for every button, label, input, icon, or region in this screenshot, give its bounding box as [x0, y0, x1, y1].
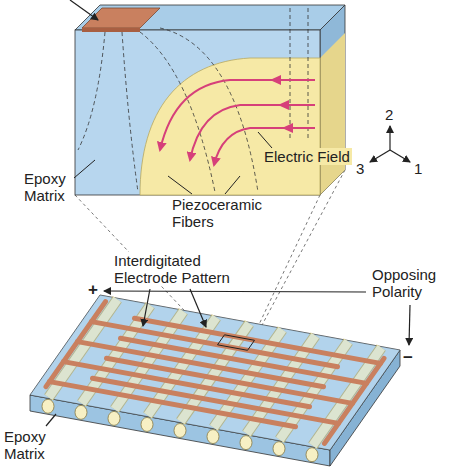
axis-label: 3: [356, 160, 364, 177]
axis-label: 2: [385, 106, 393, 123]
polarity-sign: +: [88, 281, 98, 298]
part-label: Electric Field: [262, 148, 352, 165]
fiber-end: [240, 436, 252, 450]
fiber-end: [273, 442, 285, 456]
electrode: [92, 322, 338, 367]
part-label: Epoxy Matrix: [4, 428, 56, 462]
closeup-block: [70, 0, 345, 195]
electrode: [121, 338, 367, 383]
fiber-end: [141, 417, 153, 431]
plate-part: [30, 295, 400, 450]
fiber-end: [207, 430, 219, 444]
fiber-end: [174, 424, 186, 438]
electrode: [135, 318, 381, 363]
mfc-plate: [30, 295, 400, 466]
fiber-end: [42, 399, 54, 413]
part-label: Opposing Polarity: [372, 266, 452, 300]
fiber-end: [306, 448, 318, 462]
axes: [370, 126, 410, 162]
part-label: Interdigitated Electrode Pattern: [112, 252, 241, 286]
plate-part: [30, 295, 400, 450]
zoom-marker: [218, 335, 255, 351]
leader-lines: [46, 289, 410, 426]
fiber-end: [108, 411, 120, 425]
leader-lines: [74, 132, 272, 194]
polarity-sign: −: [403, 349, 413, 366]
part-label: Epoxy Matrix: [24, 170, 76, 204]
part-label: Piezoceramic Fibers: [172, 196, 272, 230]
fiber-end: [75, 405, 87, 419]
axis-label: 1: [414, 160, 422, 177]
